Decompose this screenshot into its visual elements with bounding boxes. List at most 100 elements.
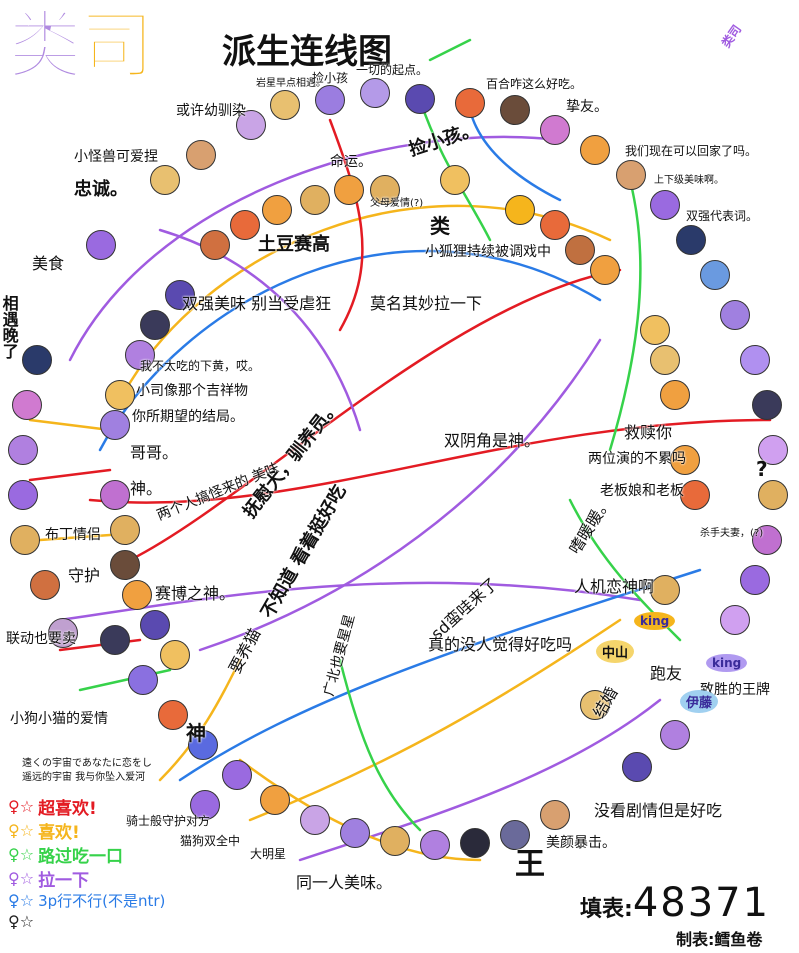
label-god2: 神	[186, 721, 206, 745]
legend-marker-icon: ♀☆	[8, 891, 35, 910]
avatar	[100, 410, 130, 440]
legend-text: 喜欢!	[38, 823, 80, 843]
label-brother: 哥哥。	[130, 443, 179, 462]
legend-okay: ♀☆ 路过吃一口	[8, 842, 123, 867]
avatar	[676, 225, 706, 255]
avatar	[405, 84, 435, 114]
avatar	[186, 140, 216, 170]
avatar	[262, 195, 292, 225]
legend-marker-icon: ♀☆	[8, 845, 35, 864]
main-title-part2: 司	[79, 3, 155, 89]
label-double-strong-vers: 双强代表词。	[686, 209, 759, 223]
legend-meh: ♀☆ 拉一下	[8, 866, 89, 891]
avatar	[500, 95, 530, 125]
legend-marker-icon: ♀☆	[8, 869, 35, 888]
avatar	[540, 800, 570, 830]
label-beauty: 美颜暴击。	[546, 835, 616, 851]
avatar	[110, 515, 140, 545]
avatar	[8, 435, 38, 465]
avatar	[48, 618, 78, 648]
label-win-crown: 致胜的王牌	[700, 682, 770, 698]
avatar	[650, 345, 680, 375]
avatar	[150, 165, 180, 195]
avatar	[580, 690, 610, 720]
avatar	[100, 480, 130, 510]
avatar	[165, 280, 195, 310]
filled-by: 填表:48371	[580, 880, 770, 926]
avatar	[740, 345, 770, 375]
avatar	[622, 752, 652, 782]
avatar	[752, 390, 782, 420]
avatar	[160, 640, 190, 670]
avatar	[190, 790, 220, 820]
label-same-person: 同一人美味。	[296, 873, 393, 892]
avatar	[260, 785, 290, 815]
legend-marker-icon: ♀☆	[8, 912, 35, 931]
avatar	[540, 115, 570, 145]
label-superior: 上下级美味啊。	[654, 175, 724, 186]
avatar	[140, 610, 170, 640]
label-dream-morning: 岩星早点相遇。	[256, 78, 326, 89]
label-pudding: 布丁情侣	[45, 527, 101, 543]
label-killer: 杀手夫妻，(?)	[700, 528, 764, 539]
label-hundred: 百合咋这么好吃。	[486, 77, 583, 91]
label-far-jp: 遠くの宇宙であなたに恋をし	[22, 758, 152, 769]
avatar	[122, 580, 152, 610]
avatar	[540, 210, 570, 240]
avatar	[360, 78, 390, 108]
avatar	[758, 435, 788, 465]
avatar	[200, 230, 230, 260]
label-potato: 土豆赛高	[258, 234, 330, 255]
avatar	[700, 260, 730, 290]
avatar	[460, 828, 490, 858]
label-far-cn: 遥远的宇宙 我与你坠入爱河	[22, 772, 146, 783]
avatar	[270, 90, 300, 120]
avatar	[650, 190, 680, 220]
avatar	[370, 175, 400, 205]
avatar	[230, 210, 260, 240]
avatar	[420, 830, 450, 860]
avatar	[640, 315, 670, 345]
avatar	[758, 480, 788, 510]
legend-text: 路过吃一口	[38, 847, 124, 867]
avatar	[340, 818, 370, 848]
avatar	[334, 175, 364, 205]
avatar	[315, 85, 345, 115]
label-star: 大明星	[250, 847, 287, 861]
avatar	[300, 805, 330, 835]
label-cat-dog: 猫狗双全中	[180, 834, 241, 848]
avatar	[752, 525, 782, 555]
label-pick-child-small: 捡小孩	[312, 71, 349, 85]
avatar	[86, 230, 116, 260]
avatar	[12, 390, 42, 420]
legend-threesome: ♀☆ 3p行不行(不是ntr)	[8, 890, 165, 911]
avatar	[455, 88, 485, 118]
label-small-si: 小司像那个吉祥物	[136, 383, 248, 399]
label-acting: 两位演的不累吗	[588, 451, 686, 467]
avatar	[580, 135, 610, 165]
question-mark: ?	[756, 457, 768, 481]
avatar	[140, 310, 170, 340]
avatar	[125, 340, 155, 370]
avatar	[380, 826, 410, 856]
legend-text: 超喜欢!	[38, 799, 97, 819]
label-childhood: 或许幼驯染	[176, 103, 246, 119]
avatar	[680, 480, 710, 510]
avatar	[660, 720, 690, 750]
tag-yiteng: 伊藤	[680, 690, 719, 713]
made-by: 制表:鳕鱼卷	[676, 930, 763, 949]
avatar	[565, 235, 595, 265]
legend-marker-icon: ♀☆	[8, 821, 35, 840]
label-inexplicable: 莫名其妙拉一下	[370, 294, 483, 313]
label-god: 神。	[130, 479, 163, 498]
tag-king-2: king	[706, 654, 748, 672]
label-guard: 守护	[68, 566, 101, 585]
avatar	[720, 300, 750, 330]
avatar	[30, 570, 60, 600]
legend-text: 3p行不行(不是ntr)	[38, 892, 166, 910]
label-lei-char: 类	[430, 214, 450, 238]
avatar	[8, 480, 38, 510]
avatar	[740, 565, 770, 595]
avatar	[505, 195, 535, 225]
avatar	[616, 160, 646, 190]
